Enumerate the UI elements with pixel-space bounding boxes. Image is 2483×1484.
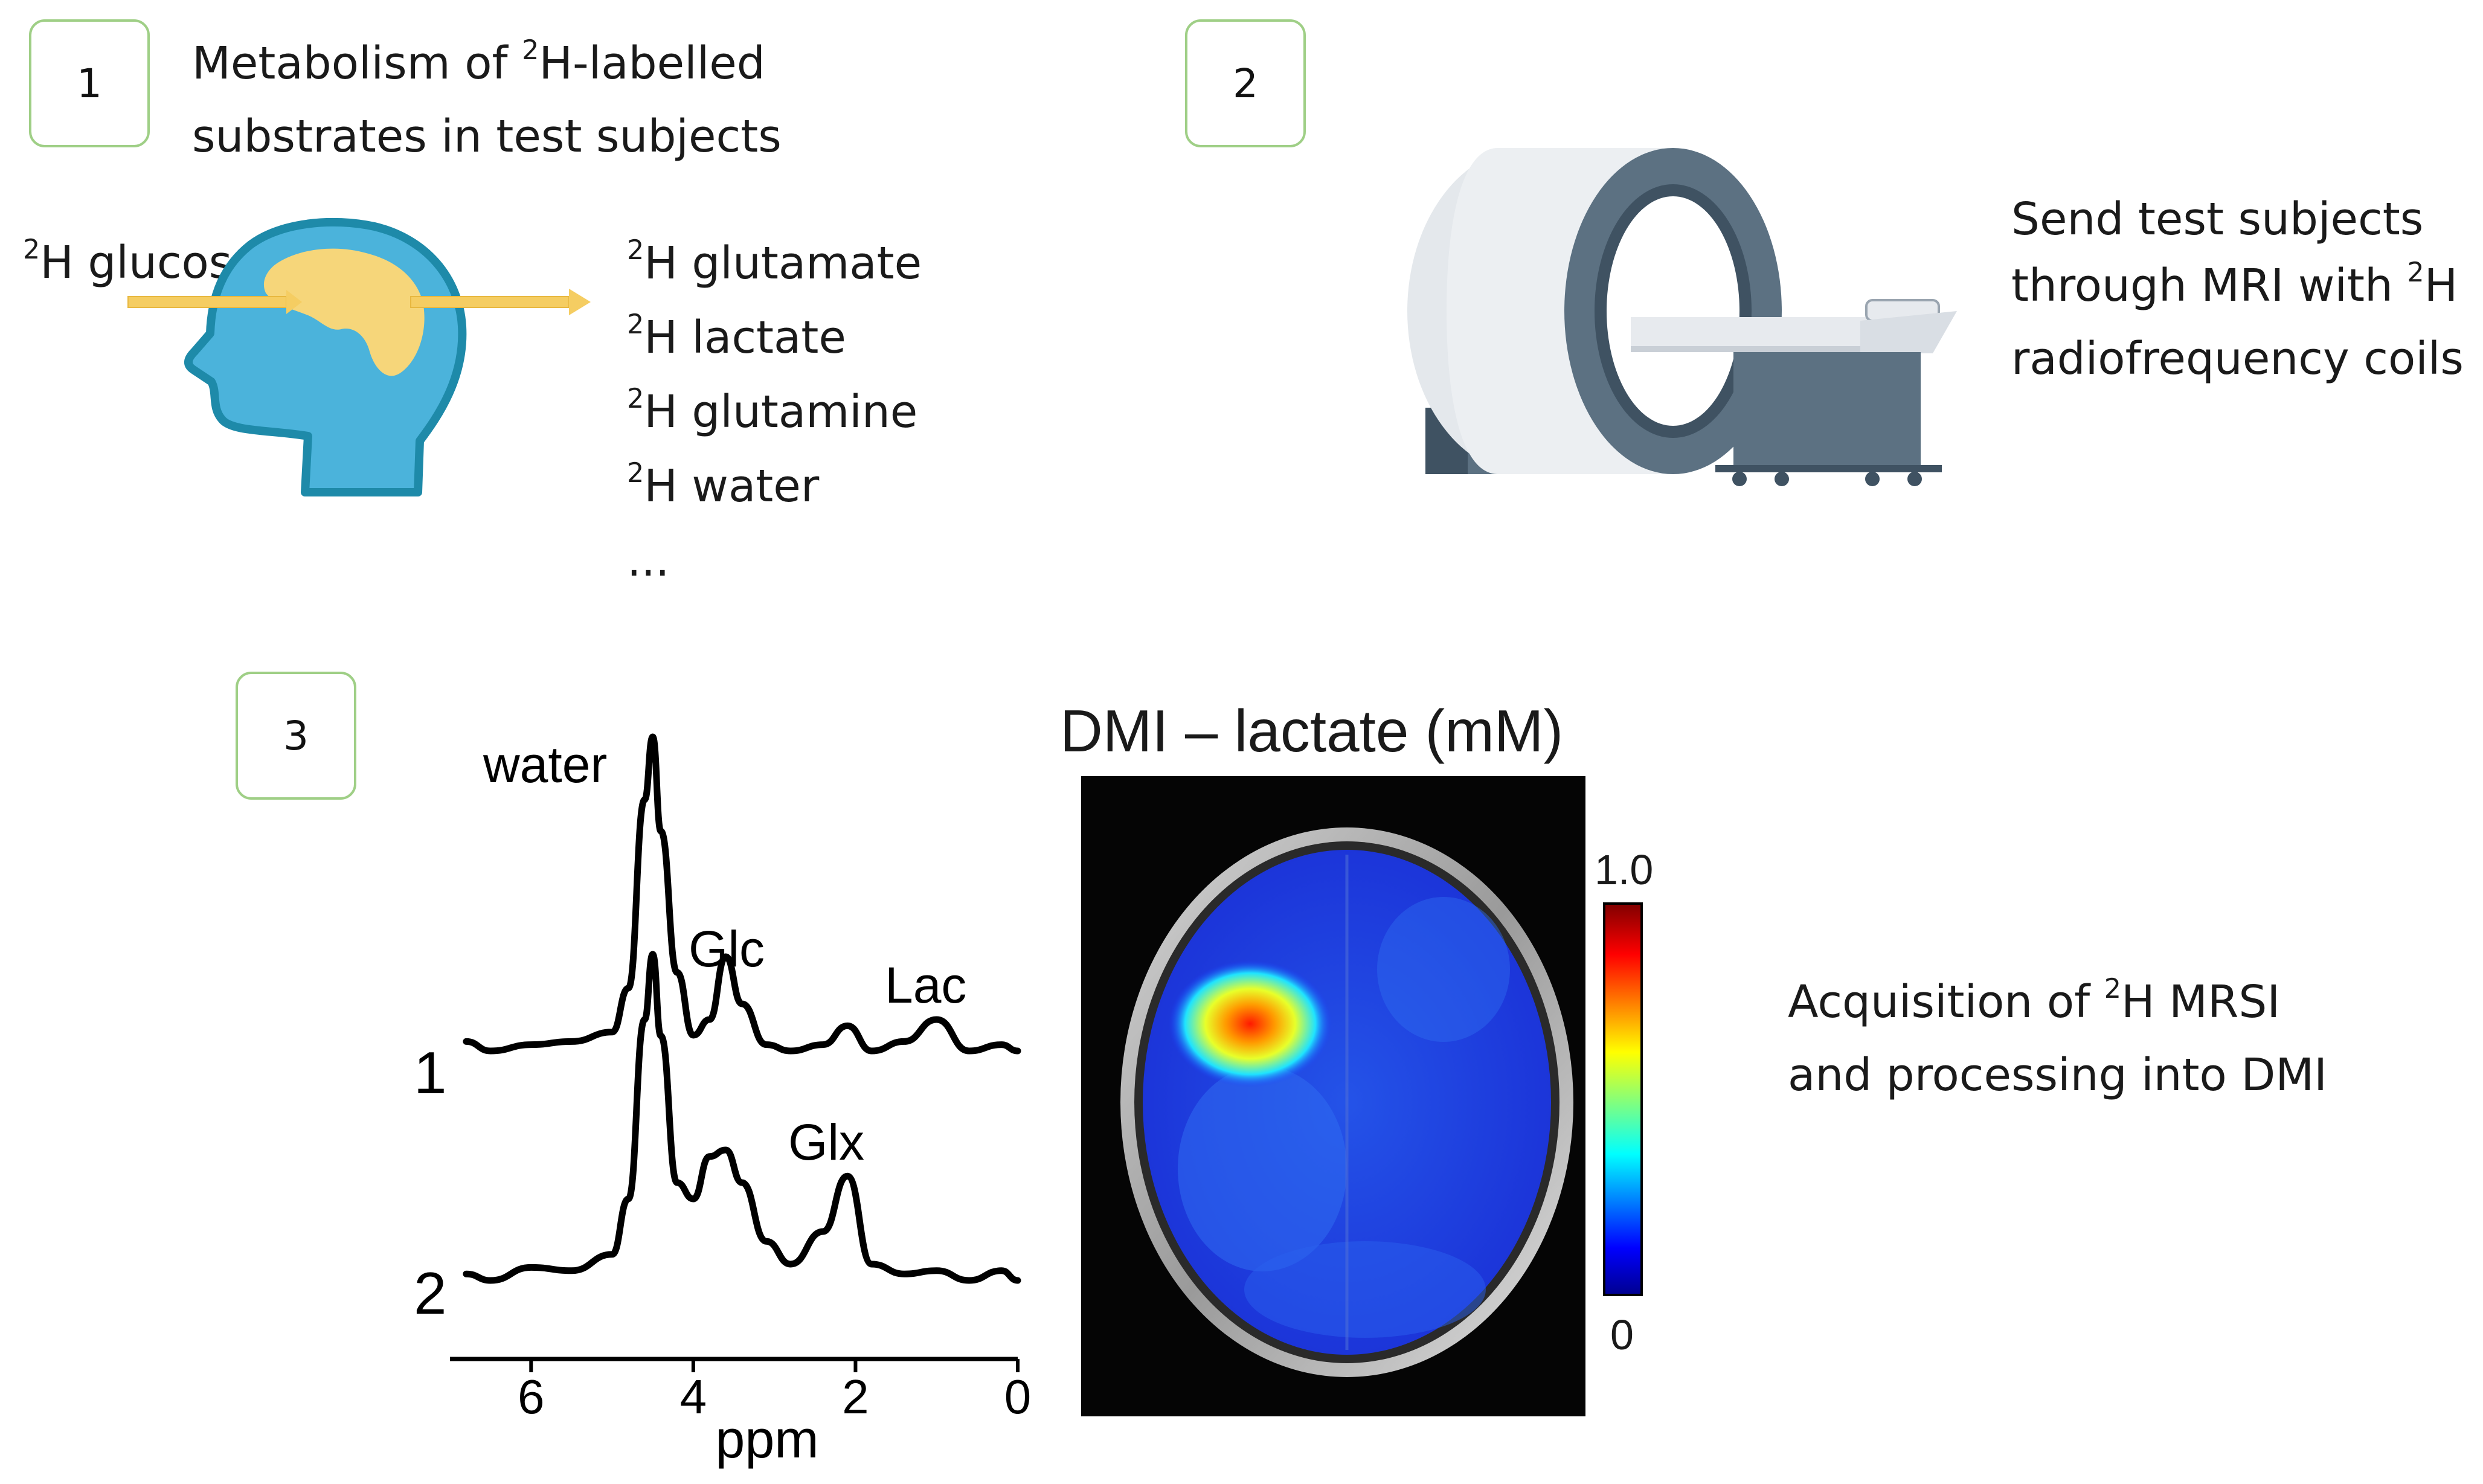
spectrum-trace-1 [463,733,1021,1055]
head-brain-icon [127,217,591,496]
brain-light-region [1244,1241,1486,1338]
mri-scanner-icon [1407,148,1957,486]
step-3-number: 3 [283,712,309,759]
lactate-hotspot [1169,960,1332,1087]
table-wheel [1907,472,1922,486]
x-axis-ticks: 6 4 2 0 [518,1359,1031,1424]
x-tick-label: 6 [518,1370,545,1424]
trace-label-2: 2 [414,1260,447,1326]
peak-label-glc: Glc [689,920,765,977]
x-tick-label: 0 [1004,1370,1032,1424]
table-wheel [1865,472,1880,486]
peak-label-lac: Lac [885,957,966,1013]
product-list: 2H glutamate 2H lactate 2H glutamine 2H … [627,230,922,594]
spectrum-trace-2 [463,951,1021,1284]
colorbar-min-label: 0 [1610,1311,1634,1358]
product-item: 2H glutamine [627,384,918,438]
patient-table-foot [1715,465,1942,472]
arrow-out-shaft [410,296,570,308]
step-3-description: Acquisition of 2H MRSI and processing in… [1788,974,2327,1101]
arrow-out-head [569,289,591,315]
patient-table-pedestal [1733,352,1921,467]
arrow-in-shaft [127,296,287,308]
trace-label-1: 1 [414,1039,447,1106]
colorbar-max-label: 1.0 [1595,846,1654,893]
peak-label-glx: Glx [788,1114,864,1171]
spectrum-plot: 6 4 2 0 water Glc Lac Glx 1 2 ppm [414,733,1031,1469]
colorbar-gradient [1603,902,1643,1296]
x-tick-label: 2 [842,1370,869,1424]
scanner-bore [1607,196,1739,426]
product-item: 2H glutamate [627,235,922,289]
product-item: 2H lactate [627,309,846,364]
step-2-box: 2 [1185,19,1306,147]
dmi-brain-map [1081,776,1585,1416]
step-1-box: 1 [29,19,150,147]
arrow-in-head [286,290,302,314]
brain-light-region [1178,1066,1347,1271]
step-3-box: 3 [236,672,356,800]
table-wheel [1775,472,1789,486]
step-2-description: Send test subjects through MRI with 2H r… [2011,193,2464,385]
product-item: 2H water [627,458,820,512]
brain-shape [263,248,425,376]
x-axis-label: ppm [715,1409,818,1469]
table-wheel [1732,472,1747,486]
dmi-title: DMI – lactate (mM) [1060,698,1564,764]
peak-label-water: water [483,736,607,793]
x-tick-label: 4 [680,1370,707,1424]
step-2-number: 2 [1233,60,1258,107]
patient-table-top-shade [1631,346,1933,352]
step-1-description: Metabolism of 2H-labelled substrates in … [192,35,782,162]
dmi-colorbar [1603,902,1643,1296]
brain-light-region [1377,897,1510,1042]
patient-table-head [1860,311,1957,353]
step-1-number: 1 [77,60,102,107]
product-item: ... [627,535,670,586]
